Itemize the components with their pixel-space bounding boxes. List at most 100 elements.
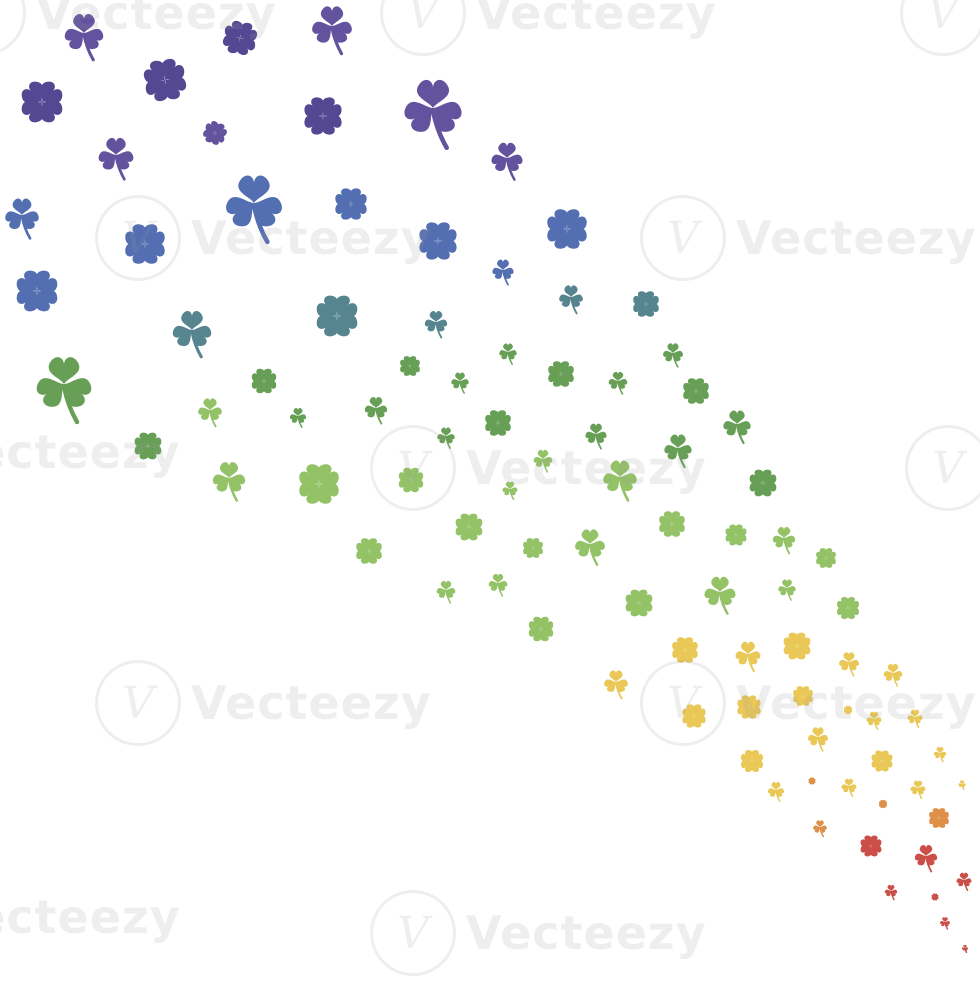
shamrock-icon xyxy=(663,343,683,368)
shamrock-icon xyxy=(575,529,605,566)
watermark-logo-icon: V xyxy=(95,195,181,281)
four-leaf-clover-icon xyxy=(400,356,420,376)
watermark: Vecteezy xyxy=(0,425,181,479)
shamrock-icon xyxy=(839,652,859,677)
shamrock-icon xyxy=(704,576,736,615)
shamrock-icon xyxy=(492,259,514,286)
shamrock-icon xyxy=(364,396,388,425)
shamrock-icon xyxy=(604,670,628,700)
four-leaf-clover-icon xyxy=(299,464,339,504)
shamrock-icon xyxy=(772,526,796,555)
four-leaf-clover-icon xyxy=(21,81,63,123)
shamrock-icon xyxy=(502,481,518,501)
shamrock-icon xyxy=(559,285,583,315)
shamrock-icon xyxy=(664,434,692,469)
watermark-logo-icon: V xyxy=(370,890,456,976)
watermark-logo-icon: V xyxy=(900,0,980,56)
shamrock-icon xyxy=(491,142,523,181)
shamrock-icon xyxy=(813,820,827,838)
watermark-logo-icon: V xyxy=(380,0,466,56)
four-leaf-clover-icon xyxy=(878,799,888,809)
four-leaf-clover-icon xyxy=(455,513,483,541)
shamrock-icon xyxy=(226,175,282,245)
four-leaf-clover-icon xyxy=(134,432,162,460)
shamrock-icon xyxy=(910,780,926,800)
four-leaf-clover-icon xyxy=(335,188,367,220)
watermark-logo-icon: V xyxy=(640,660,726,746)
shamrock-icon xyxy=(961,944,969,954)
shamrock-icon xyxy=(940,917,950,930)
shamrock-icon xyxy=(866,711,882,731)
four-leaf-clover-icon xyxy=(860,835,882,857)
shamrock-icon xyxy=(956,872,972,892)
four-leaf-clover-icon xyxy=(793,686,813,706)
four-leaf-clover-icon xyxy=(222,20,258,56)
four-leaf-clover-icon xyxy=(16,270,58,312)
four-leaf-clover-icon xyxy=(548,361,574,387)
watermark-logo-icon: V xyxy=(640,195,726,281)
shamrock-icon xyxy=(64,14,104,62)
shamrock-icon xyxy=(499,343,517,365)
watermark: V xyxy=(900,0,980,56)
four-leaf-clover-icon xyxy=(808,777,816,785)
four-leaf-clover-icon xyxy=(523,538,543,558)
four-leaf-clover-icon xyxy=(683,378,709,404)
four-leaf-clover-icon xyxy=(871,750,893,772)
shamrock-icon xyxy=(933,746,947,763)
four-leaf-clover-icon xyxy=(356,538,382,564)
shamrock-icon xyxy=(172,311,212,359)
four-leaf-clover-icon xyxy=(316,295,358,337)
four-leaf-clover-icon xyxy=(725,524,747,546)
shamrock-icon xyxy=(608,371,628,395)
four-leaf-clover-icon xyxy=(816,548,836,568)
shamrock-icon xyxy=(907,709,923,729)
four-leaf-clover-icon xyxy=(929,808,949,828)
four-leaf-clover-icon xyxy=(740,749,764,773)
shamrock-icon xyxy=(603,460,637,502)
watermark: Vecteezy xyxy=(0,890,181,944)
watermark-logo-icon: V xyxy=(905,425,980,511)
four-leaf-clover-icon xyxy=(143,58,187,102)
watermark-logo-icon: V xyxy=(0,0,26,56)
shamrock-icon xyxy=(808,727,828,752)
four-leaf-clover-icon xyxy=(633,291,659,317)
shamrock-icon xyxy=(98,137,134,181)
four-leaf-clover-icon xyxy=(672,637,698,663)
four-leaf-clover-icon xyxy=(485,410,511,436)
shamrock-icon xyxy=(533,449,553,473)
four-leaf-clover-icon xyxy=(843,705,853,715)
four-leaf-clover-icon xyxy=(659,511,685,537)
shamrock-icon xyxy=(36,357,92,425)
shamrock-icon xyxy=(914,844,938,873)
shamrock-icon xyxy=(451,372,469,394)
four-leaf-clover-icon xyxy=(528,616,554,642)
four-leaf-clover-icon xyxy=(836,596,860,620)
shamrock-icon xyxy=(778,579,796,601)
shamrock-icon xyxy=(488,573,508,597)
shamrock-icon xyxy=(312,6,352,56)
four-leaf-clover-icon xyxy=(783,632,811,660)
four-leaf-clover-icon xyxy=(304,97,342,135)
watermark-logo-icon: V xyxy=(370,425,456,511)
shamrock-icon xyxy=(585,423,607,450)
shamrock-icon xyxy=(198,398,222,428)
four-leaf-clover-icon xyxy=(203,121,227,145)
shamrock-icon xyxy=(958,780,966,790)
shamrock-icon xyxy=(884,884,898,901)
shamrock-icon xyxy=(883,663,903,687)
four-leaf-clover-icon xyxy=(737,695,761,719)
shamrock-icon xyxy=(767,782,785,802)
shamrock-icon xyxy=(436,580,456,604)
watermark-logo-icon: V xyxy=(95,660,181,746)
four-leaf-clover-icon xyxy=(251,368,277,394)
four-leaf-clover-icon xyxy=(419,222,457,260)
